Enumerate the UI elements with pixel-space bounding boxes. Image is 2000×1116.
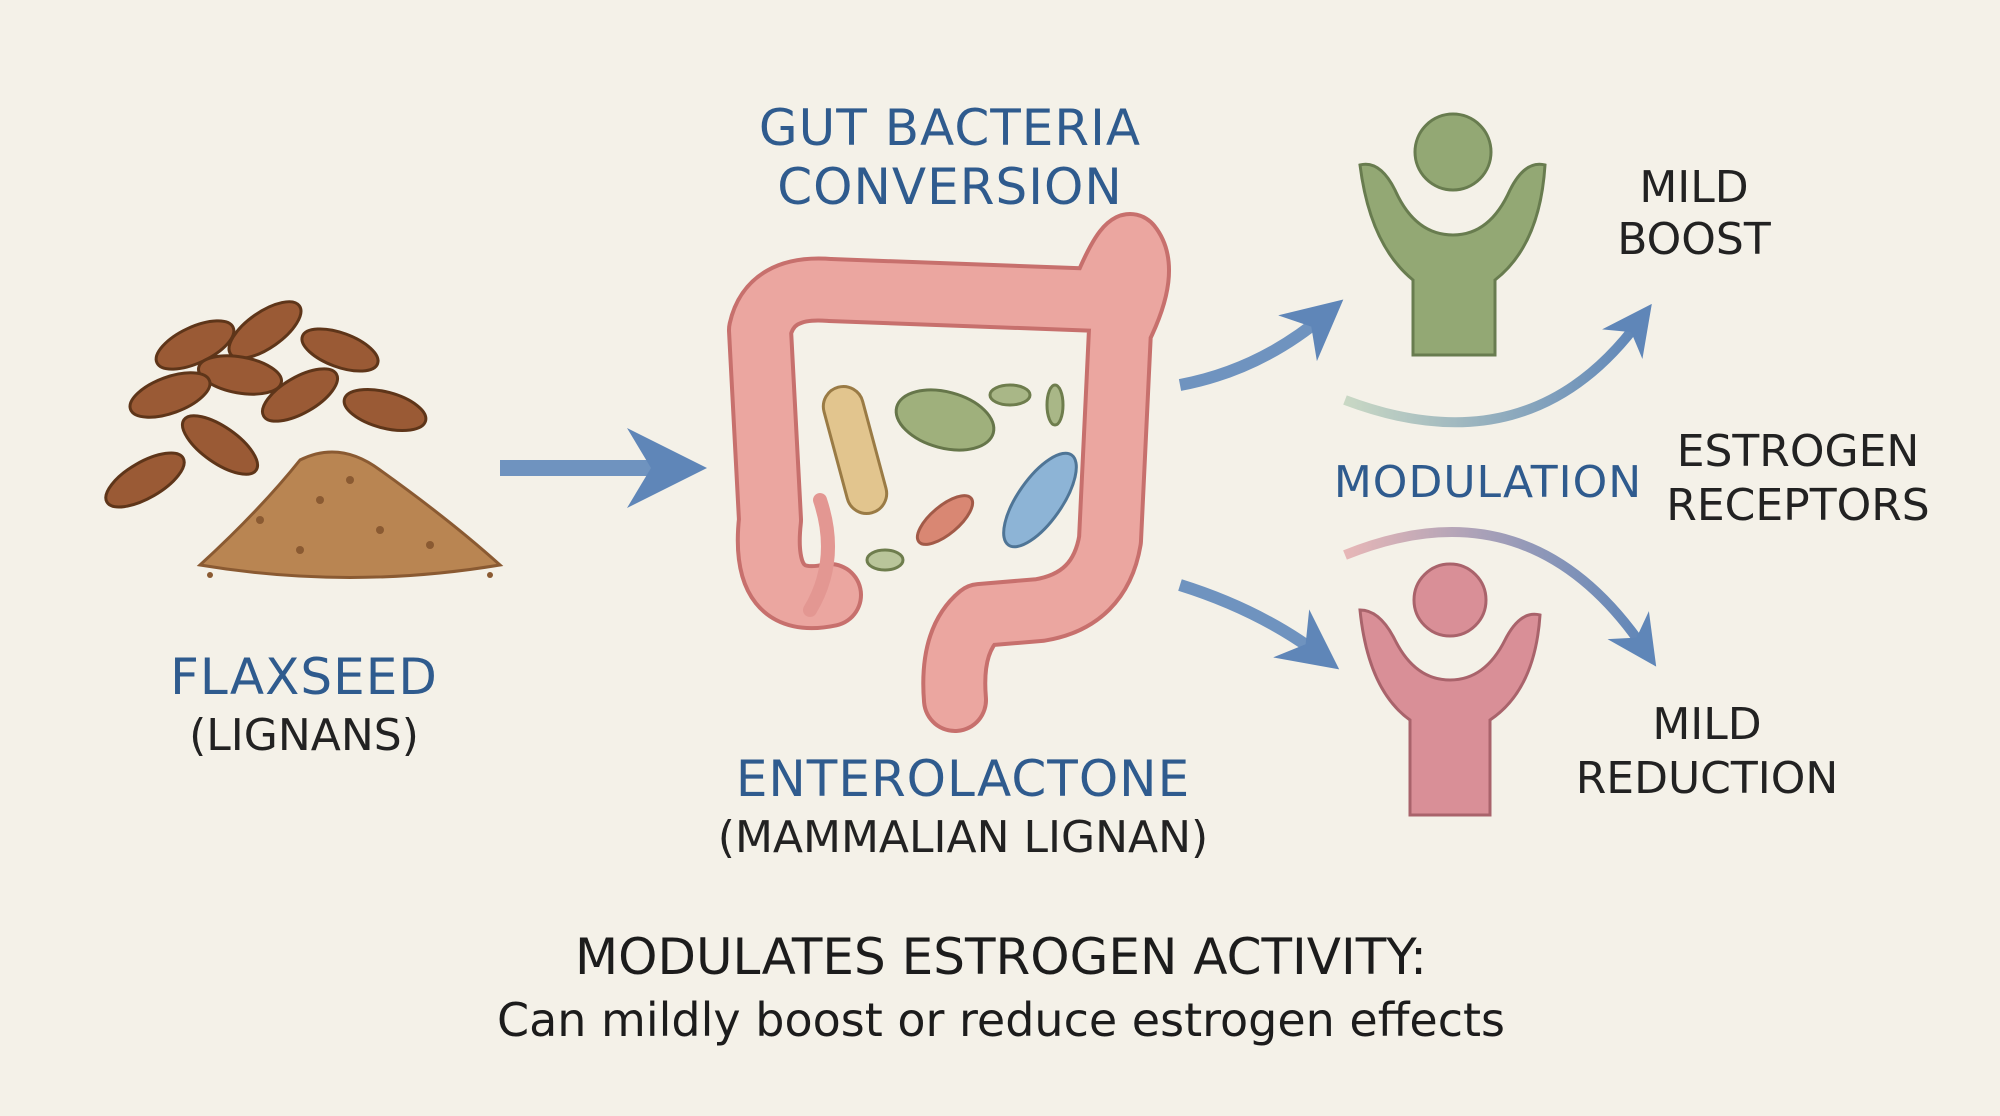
mild-reduction-line1: MILD (1652, 699, 1761, 750)
flaxseed-illustration (104, 300, 504, 579)
mild-reduction-line2: REDUCTION (1576, 753, 1839, 804)
gut-bacteria-illustration (821, 383, 1078, 572)
arrow-down-icon (1178, 579, 1340, 670)
modulation-boost-arrow-icon (1343, 303, 1652, 428)
colon-illustration (727, 212, 1171, 733)
modulation-label: MODULATION (1334, 457, 1642, 508)
enterolactone-sub-label: (MAMMALIAN LIGNAN) (718, 812, 1208, 863)
arrow-up-icon (1178, 299, 1344, 391)
mild-boost-line2: BOOST (1617, 214, 1771, 265)
flaxseed-sub-label: (LIGNANS) (189, 710, 419, 761)
gut-title-line1: GUT BACTERIA (759, 99, 1141, 157)
estrogen-receptors-line2: RECEPTORS (1666, 480, 1929, 531)
receptor-pink-illustration (1358, 562, 1542, 817)
mild-boost-line1: MILD (1639, 162, 1748, 213)
gut-title-line2: CONVERSION (777, 158, 1122, 216)
footer-subtitle: Can mildly boost or reduce estrogen effe… (497, 993, 1505, 1047)
enterolactone-label: ENTEROLACTONE (736, 750, 1190, 808)
estrogen-receptors-line1: ESTROGEN (1677, 426, 1920, 477)
receptor-green-illustration (1358, 112, 1547, 357)
modulation-reduce-arrow-icon (1343, 527, 1657, 667)
footer-title: MODULATES ESTROGEN ACTIVITY: (575, 928, 1427, 986)
flaxseed-label: FLAXSEED (170, 648, 438, 706)
